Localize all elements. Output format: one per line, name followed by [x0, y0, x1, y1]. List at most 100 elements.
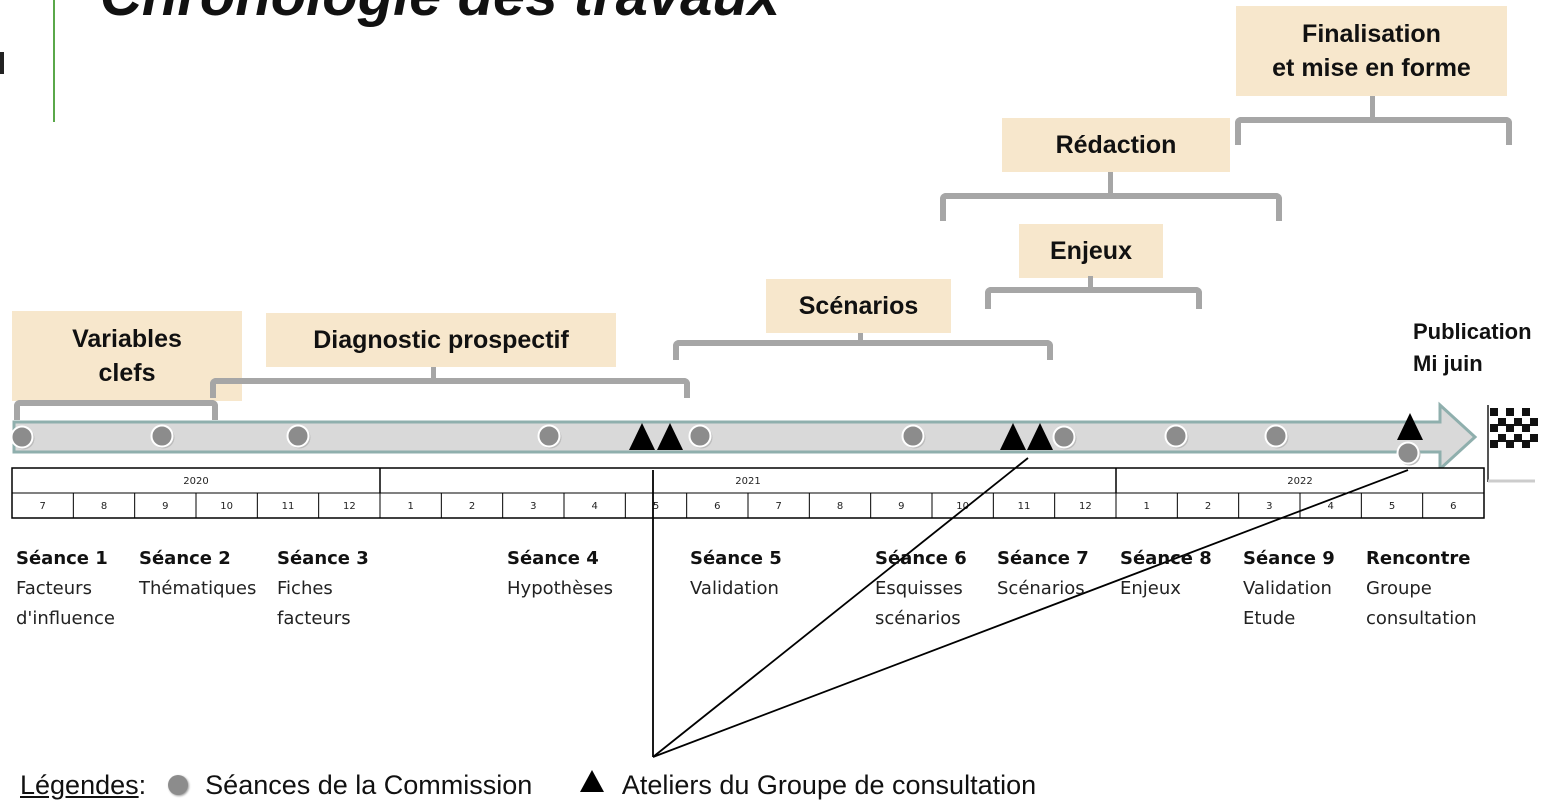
checkered-flag-square — [1522, 432, 1530, 440]
seance-dot — [286, 424, 310, 448]
month-label: 2 — [1205, 501, 1211, 512]
seance-9: Séance 9 Validation Etude — [1243, 544, 1335, 634]
seance-labels: Séance 1 Facteurs d'influence Séance 2 T… — [0, 544, 1567, 654]
bracket-redaction — [940, 193, 1282, 221]
seance-3-title: Séance 3 — [277, 548, 369, 569]
atelier-triangle — [1000, 423, 1026, 450]
checkered-flag-square — [1522, 408, 1530, 416]
checkered-flag-square — [1506, 424, 1514, 432]
month-label: 10 — [956, 501, 969, 512]
checkered-flag-square — [1530, 442, 1538, 450]
month-label: 4 — [1327, 501, 1333, 512]
timeline-arrow — [12, 401, 1478, 473]
checkered-flag-square — [1514, 426, 1522, 434]
atelier-triangle — [1027, 423, 1053, 450]
rencontre-desc: Groupe consultation — [1366, 578, 1477, 629]
seance-1: Séance 1 Facteurs d'influence — [16, 544, 115, 634]
month-label: 7 — [39, 501, 45, 512]
seance-dot — [10, 425, 34, 449]
legend: Légendes: Séances de la Commission Ateli… — [20, 770, 1036, 801]
seance-6-desc: Esquisses scénarios — [875, 578, 963, 629]
checkered-flag-square — [1530, 426, 1538, 434]
checkered-flag-square — [1506, 432, 1514, 440]
seance-5-desc: Validation — [690, 578, 779, 599]
seance-2-desc: Thématiques — [139, 578, 257, 599]
legend-title: Légendes — [20, 770, 139, 800]
seance-2: Séance 2 Thématiques — [139, 544, 256, 604]
seance-7-desc: Scénarios — [997, 578, 1085, 599]
publication-label: Publication Mi juin — [1413, 319, 1532, 376]
left-edge-mark — [0, 52, 4, 74]
seance-4: Séance 4 Hypothèses — [507, 544, 613, 604]
checkered-flag-square — [1490, 416, 1498, 424]
bracket-variables-clefs — [14, 400, 218, 420]
atelier-triangle — [657, 423, 683, 450]
atelier-triangle — [1397, 413, 1423, 440]
month-label: 1 — [1143, 501, 1149, 512]
legend-ateliers: Ateliers du Groupe de consultation — [621, 770, 1037, 800]
title-rule — [53, 0, 55, 122]
bracket-finalisation — [1235, 117, 1512, 145]
seance-dot — [1164, 424, 1188, 448]
bracket-scenarios — [673, 340, 1053, 360]
bracket-enjeux — [985, 287, 1202, 309]
page-title: Chronologie des travaux — [100, 0, 780, 29]
month-label: 9 — [162, 501, 168, 512]
rencontre-title: Rencontre — [1366, 548, 1471, 569]
seance-6: Séance 6 Esquisses scénarios — [875, 544, 967, 634]
seance-7: Séance 7 Scénarios — [997, 544, 1089, 604]
atelier-connector-line — [652, 457, 1029, 758]
phase-diagnostic-prospectif: Diagnostic prospectif — [266, 313, 616, 367]
checkered-flag-square — [1530, 434, 1538, 442]
checkered-flag-square — [1522, 424, 1530, 432]
month-label: 11 — [282, 501, 295, 512]
atelier-connector-line — [652, 469, 1409, 758]
checkered-flag-square — [1506, 408, 1514, 416]
phase-scenarios: Scénarios — [766, 279, 951, 333]
seance-6-title: Séance 6 — [875, 548, 967, 569]
month-label: 9 — [898, 501, 904, 512]
month-label: 4 — [591, 501, 597, 512]
seance-dot — [688, 424, 712, 448]
bracket-finalisation-stem — [1370, 96, 1375, 118]
phase-finalisation: Finalisation et mise en forme — [1236, 6, 1507, 96]
checkered-flag-square — [1514, 418, 1522, 426]
checkered-flag-square — [1522, 416, 1530, 424]
atelier-triangle-icon — [579, 770, 604, 792]
seance-4-desc: Hypothèses — [507, 578, 613, 599]
seance-8-title: Séance 8 — [1120, 548, 1212, 569]
seance-9-title: Séance 9 — [1243, 548, 1335, 569]
month-label: 3 — [530, 501, 536, 512]
checkered-flag-square — [1522, 440, 1530, 448]
bracket-diagnostic-prospectif — [210, 378, 690, 398]
legend-seances: Séances de la Commission — [205, 770, 533, 800]
seance-dot — [537, 424, 561, 448]
phase-enjeux: Enjeux — [1019, 224, 1163, 278]
bracket-redaction-stem — [1108, 172, 1113, 194]
checkered-flag-square — [1506, 440, 1514, 448]
seance-7-title: Séance 7 — [997, 548, 1089, 569]
seance-dot-icon — [167, 775, 188, 795]
seance-5: Séance 5 Validation — [690, 544, 782, 604]
month-label: 10 — [220, 501, 233, 512]
month-label: 11 — [1018, 501, 1031, 512]
month-label: 8 — [837, 501, 843, 512]
seance-8-desc: Enjeux — [1120, 578, 1181, 599]
bracket-diagnostic-stem — [431, 367, 436, 379]
checkered-flag-square — [1530, 418, 1538, 426]
seance-3: Séance 3 Fiches facteurs — [277, 544, 369, 634]
seance-dot — [1396, 441, 1420, 465]
seance-2-title: Séance 2 — [139, 548, 231, 569]
month-label: 12 — [1079, 501, 1092, 512]
checkered-flag-square — [1514, 434, 1522, 442]
month-label: 12 — [343, 501, 356, 512]
checkered-flag-square — [1514, 442, 1522, 450]
checkered-flag-square — [1498, 426, 1506, 434]
seance-3-desc: Fiches facteurs — [277, 578, 351, 629]
checkered-flag-square — [1490, 432, 1498, 440]
month-label: 5 — [1389, 501, 1395, 512]
checkered-flag-square — [1514, 410, 1522, 418]
year-label: 2022 — [1287, 476, 1312, 487]
seance-1-desc: Facteurs d'influence — [16, 578, 115, 629]
